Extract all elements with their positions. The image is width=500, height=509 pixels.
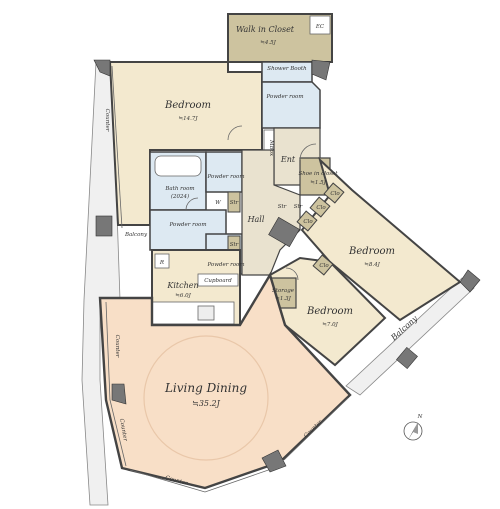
clo-south bbox=[312, 254, 334, 276]
shoe-in-closet-area: ≒1.5J bbox=[310, 180, 326, 186]
door-bedroom bbox=[227, 125, 243, 141]
powder-room-b-label: Powder room bbox=[168, 222, 206, 228]
bedroom-east-area: ≒8.4J bbox=[364, 262, 380, 268]
clo-label-4: Clo bbox=[319, 263, 329, 269]
powder-room-top bbox=[261, 81, 321, 129]
living-dining-area: ≒35.2J bbox=[192, 399, 221, 408]
str-label-4: Str bbox=[294, 204, 303, 210]
living-dining-rug bbox=[143, 335, 269, 461]
bedroom-south-label: Bedroom bbox=[306, 306, 353, 317]
bath-room-label: Bath room bbox=[164, 186, 194, 192]
kitchen-counter bbox=[151, 301, 235, 325]
column-s bbox=[261, 449, 287, 473]
powder-room-a bbox=[205, 151, 243, 193]
clo-label-1: Clo bbox=[330, 191, 340, 197]
counter-label-south: Counter bbox=[165, 475, 189, 487]
shower-booth-label: Shower Booth bbox=[267, 66, 307, 72]
clo-east-3 bbox=[296, 210, 318, 232]
living-dining-room bbox=[98, 272, 352, 490]
door-bath bbox=[185, 197, 199, 211]
str-label-3: Str bbox=[278, 204, 287, 210]
column-east bbox=[396, 346, 418, 370]
stove bbox=[197, 305, 215, 321]
ent-label: Ent bbox=[280, 155, 296, 164]
cupboard-label: Cupboard bbox=[204, 278, 232, 284]
bath-room-area: (2024) bbox=[171, 193, 189, 200]
clo-label-3: Clo bbox=[303, 219, 313, 225]
counter-ledge-west bbox=[105, 301, 127, 467]
living-dining-label: Living Dining bbox=[164, 381, 247, 395]
kitchen-label: Kitchen bbox=[166, 281, 198, 290]
door-south-bedroom bbox=[285, 267, 299, 281]
column-hall bbox=[268, 216, 300, 248]
bedroom-main-area: ≒14.7J bbox=[178, 116, 198, 122]
counter-label-bedroom: Counter bbox=[104, 109, 110, 132]
hall-label: Hall bbox=[247, 215, 265, 224]
walk-in-closet-label: Walk in Closet bbox=[236, 25, 295, 34]
shower-booth-room bbox=[261, 61, 313, 83]
w-label: W bbox=[215, 200, 222, 206]
clo-label-2: Clo bbox=[316, 205, 326, 211]
ec-box bbox=[309, 15, 331, 35]
storage-area: ≒1.3J bbox=[275, 296, 291, 302]
counter-label-west: Counter bbox=[114, 335, 120, 358]
north-arrow bbox=[403, 421, 423, 441]
powder-room-top-label: Powder room bbox=[265, 94, 303, 100]
north-label: N bbox=[417, 414, 423, 420]
clo-east-1 bbox=[323, 182, 345, 204]
counter-ledge-south bbox=[129, 465, 281, 493]
bedroom-south-area: ≒7.0J bbox=[322, 322, 338, 328]
counter-label-sw: Counter bbox=[118, 418, 128, 442]
column-se bbox=[459, 269, 481, 293]
bedroom-main-label: Bedroom bbox=[164, 100, 211, 111]
clo-east-2 bbox=[309, 196, 331, 218]
storage-label: Storage bbox=[272, 288, 295, 294]
str-closet-top bbox=[227, 191, 241, 213]
r-label: R bbox=[159, 260, 164, 266]
balcony-west-label: Balcony bbox=[124, 232, 148, 238]
str-label-1: Str bbox=[230, 200, 239, 206]
counter-ledge-east bbox=[283, 397, 349, 461]
bedroom-east-room bbox=[300, 156, 462, 322]
bedroom-east-label: Bedroom bbox=[348, 246, 395, 257]
counter-ledge-bedroom bbox=[111, 65, 123, 229]
door-entrance bbox=[299, 143, 317, 161]
powder-room-c-label: Powder room bbox=[206, 262, 244, 268]
cupboard bbox=[197, 273, 239, 287]
bathtub bbox=[154, 155, 202, 177]
column-ne bbox=[311, 59, 331, 81]
powder-room-a-label: Powder room bbox=[206, 174, 244, 180]
kitchen-area: ≒6.0J bbox=[175, 293, 191, 299]
column-sw bbox=[111, 383, 127, 405]
shoe-in-closet-label: Shoe in closet bbox=[298, 171, 338, 177]
ec-label: EC bbox=[315, 24, 325, 30]
refrigerator bbox=[154, 253, 170, 269]
str-label-2: Str bbox=[230, 242, 239, 248]
mbox-label: MBox bbox=[268, 139, 274, 157]
column-west bbox=[95, 215, 113, 237]
column-nw bbox=[93, 59, 111, 77]
walk-in-closet-area: ≒4.5J bbox=[260, 40, 276, 46]
